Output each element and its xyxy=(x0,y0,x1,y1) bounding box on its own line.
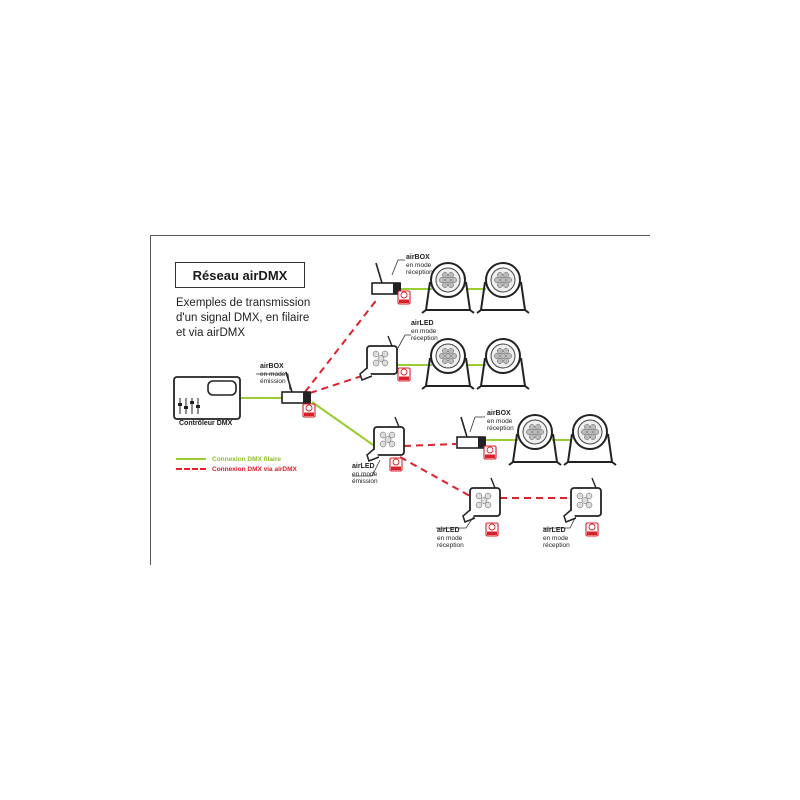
airbox-emitter-icon xyxy=(281,371,312,404)
airled-receiver-low-right-icon xyxy=(563,477,602,523)
diagram-subtitle: Exemples de transmission d'un signal DMX… xyxy=(176,296,346,341)
dmx-controller-icon xyxy=(173,376,241,420)
airbox-mid-label: airBOX en mode réception xyxy=(487,410,514,433)
device-mode-line2: réception xyxy=(487,425,514,432)
legend-row-wired: Connexion DMX filaire xyxy=(176,454,297,464)
device-name: airLED xyxy=(411,320,434,327)
device-mode-line1: en mode xyxy=(487,417,513,425)
wifi-icon xyxy=(389,457,403,472)
device-mode-line1: en mode xyxy=(260,370,286,378)
airled-emitter-icon xyxy=(366,416,405,462)
airled-receiver-upper-icon xyxy=(359,335,398,381)
device-mode-line1: en mode xyxy=(543,534,569,542)
device-name: airLED xyxy=(543,527,566,534)
airbox-emitter-label: airBOX en mode émission xyxy=(260,363,286,386)
airbox-receiver-top-icon xyxy=(371,262,402,295)
wired-link-airbox-airled xyxy=(311,401,377,448)
device-name: airBOX xyxy=(406,254,430,261)
par-light-icon xyxy=(476,262,530,314)
subtitle-line-1: Exemples de transmission xyxy=(176,297,311,309)
par-light-icon xyxy=(476,338,530,390)
title-text: Réseau airDMX xyxy=(192,267,288,283)
wifi-icon xyxy=(302,403,316,418)
airdmx-link-airled-airled xyxy=(399,456,471,497)
device-mode-line2: réception xyxy=(406,269,433,276)
airdmx-connections xyxy=(304,297,572,499)
device-name: airLED xyxy=(352,463,375,470)
device-name: airBOX xyxy=(260,363,284,370)
par-light-icon xyxy=(508,414,562,466)
legend-row-airdmx: Connexion DMX via airDMX xyxy=(176,464,297,474)
airled-receiver-low-left-icon xyxy=(462,477,501,523)
device-mode-line2: réception xyxy=(437,542,464,549)
airled-low-left-label: airLED en mode réception xyxy=(437,527,464,550)
device-mode-line1: en mode xyxy=(411,327,437,335)
airbox-top-label: airBOX en mode réception xyxy=(406,254,433,277)
airdmx-link-emit-airbox xyxy=(304,297,379,393)
device-mode-line2: réception xyxy=(411,335,438,342)
device-name: airBOX xyxy=(487,410,511,417)
diagram-title: Réseau airDMX xyxy=(175,262,305,288)
wifi-icon xyxy=(485,522,499,537)
device-mode-line1: en mode xyxy=(406,261,432,269)
legend-swatch-wired xyxy=(176,458,206,460)
subtitle-line-3: et via airDMX xyxy=(176,327,246,339)
wifi-icon xyxy=(397,290,411,305)
airled-upper-label: airLED en mode réception xyxy=(411,320,438,343)
device-mode-line2: émission xyxy=(260,378,286,385)
airbox-receiver-mid-icon xyxy=(456,416,487,449)
legend-swatch-airdmx xyxy=(176,468,206,470)
wired-connections xyxy=(240,288,572,448)
wifi-icon xyxy=(483,445,497,460)
controller-label: Contrôleur DMX xyxy=(179,420,233,427)
wifi-icon xyxy=(397,367,411,382)
device-mode-line2: émission xyxy=(352,478,378,485)
par-light-icon xyxy=(563,414,617,466)
airdmx-link-airled-airbox xyxy=(403,443,457,447)
airled-emitter-label: airLED en mode émission xyxy=(352,463,378,486)
device-mode-line1: en mode xyxy=(352,470,378,478)
legend: Connexion DMX filaire Connexion DMX via … xyxy=(176,454,297,474)
frame-top-border xyxy=(150,235,650,236)
subtitle-line-2: d'un signal DMX, en filaire xyxy=(176,312,310,324)
wifi-icon xyxy=(585,522,599,537)
device-name: airLED xyxy=(437,527,460,534)
par-light-icon xyxy=(421,338,475,390)
legend-label-airdmx: Connexion DMX via airDMX xyxy=(212,465,297,473)
airled-low-right-label: airLED en mode réception xyxy=(543,527,570,550)
frame-left-border xyxy=(150,235,151,565)
device-mode-line1: en mode xyxy=(437,534,463,542)
device-mode-line2: réception xyxy=(543,542,570,549)
legend-label-wired: Connexion DMX filaire xyxy=(212,455,281,463)
